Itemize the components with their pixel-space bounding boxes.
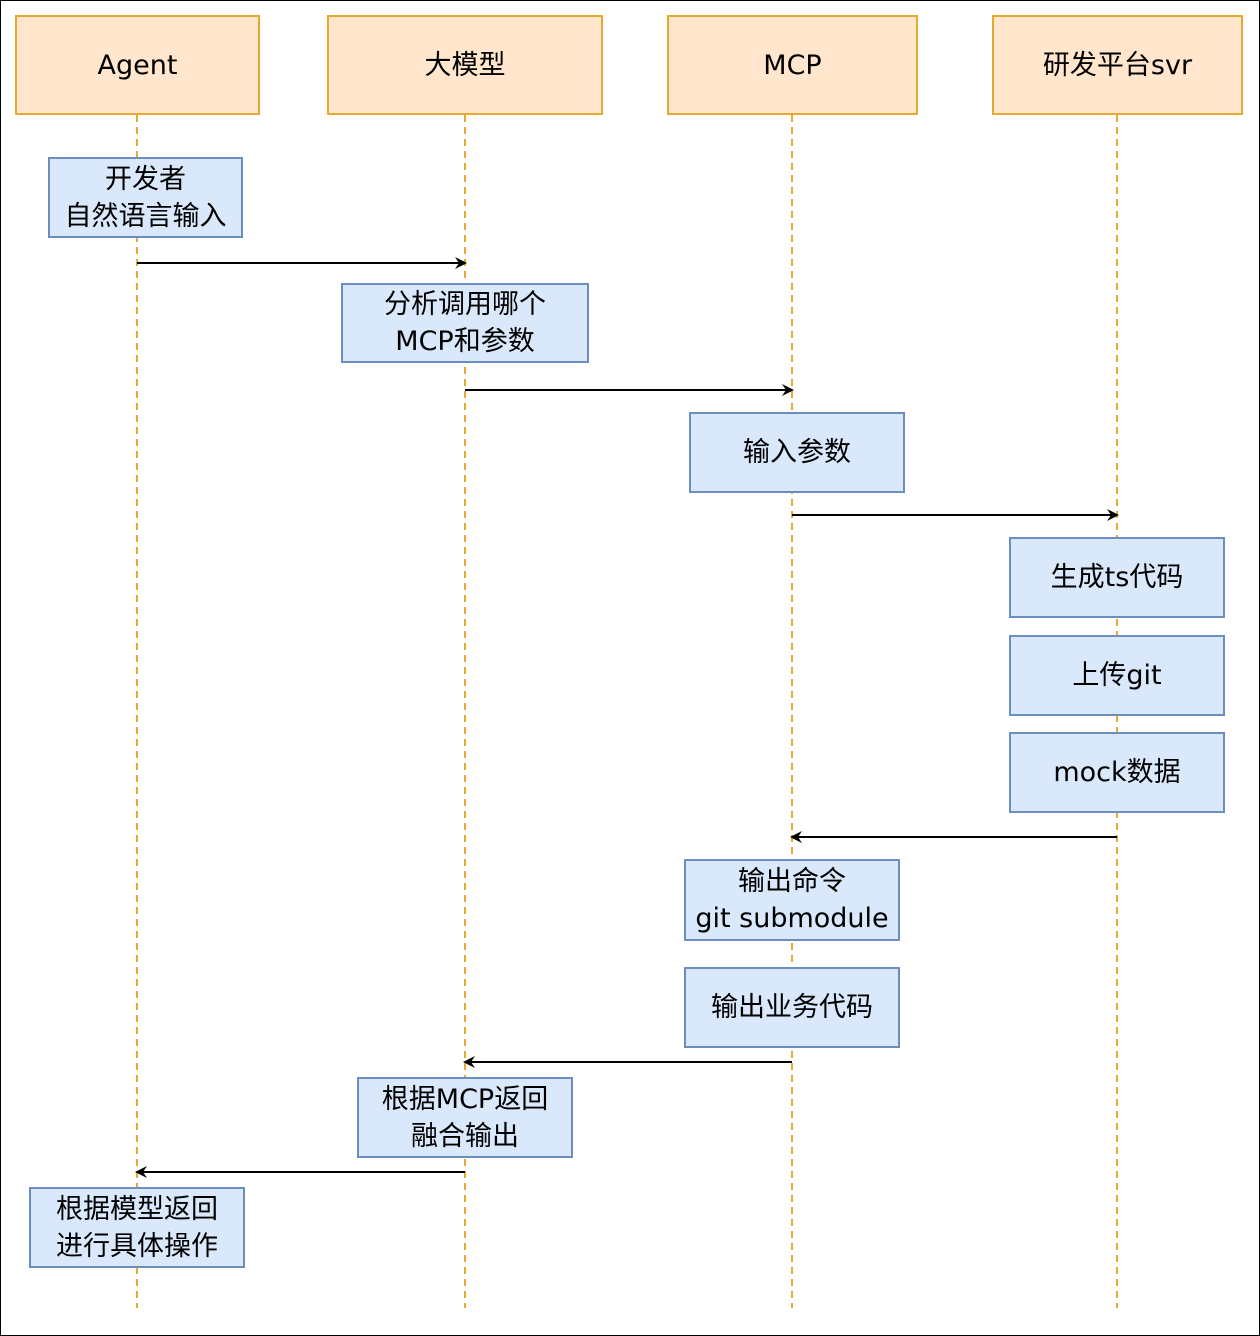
note-perform-action-text: 根据模型返回 进行具体操作	[56, 1193, 218, 1262]
note-mock-data: mock数据	[1009, 732, 1225, 813]
note-generate-ts-text: 生成ts代码	[1050, 562, 1184, 593]
actor-platform-svr-label: 研发平台svr	[1042, 49, 1193, 81]
note-analyze-mcp: 分析调用哪个 MCP和参数	[341, 283, 589, 363]
note-output-command-text: 输出命令 git submodule	[695, 866, 889, 934]
actor-llm: 大模型	[327, 15, 603, 115]
actor-llm-label: 大模型	[424, 49, 506, 81]
note-input-params-text: 输入参数	[743, 437, 851, 468]
actor-mcp: MCP	[667, 15, 918, 115]
actor-agent-label: Agent	[97, 49, 178, 81]
note-generate-ts: 生成ts代码	[1009, 537, 1225, 618]
note-output-business-code-text: 输出业务代码	[711, 992, 873, 1023]
note-input-params: 输入参数	[689, 412, 905, 493]
note-developer-input: 开发者 自然语言输入	[48, 157, 243, 238]
note-mock-data-text: mock数据	[1053, 757, 1181, 788]
note-analyze-mcp-text: 分析调用哪个 MCP和参数	[384, 289, 546, 357]
note-developer-input-text: 开发者 自然语言输入	[64, 163, 227, 232]
actor-mcp-label: MCP	[763, 49, 822, 81]
note-upload-git-text: 上传git	[1072, 660, 1162, 691]
note-merge-output-text: 根据MCP返回 融合输出	[381, 1083, 549, 1152]
note-upload-git: 上传git	[1009, 635, 1225, 716]
actor-agent: Agent	[15, 15, 260, 115]
note-merge-output: 根据MCP返回 融合输出	[357, 1077, 573, 1158]
note-output-command: 输出命令 git submodule	[684, 859, 900, 941]
actor-platform-svr: 研发平台svr	[992, 15, 1243, 115]
note-perform-action: 根据模型返回 进行具体操作	[29, 1187, 245, 1268]
note-output-business-code: 输出业务代码	[684, 967, 900, 1048]
